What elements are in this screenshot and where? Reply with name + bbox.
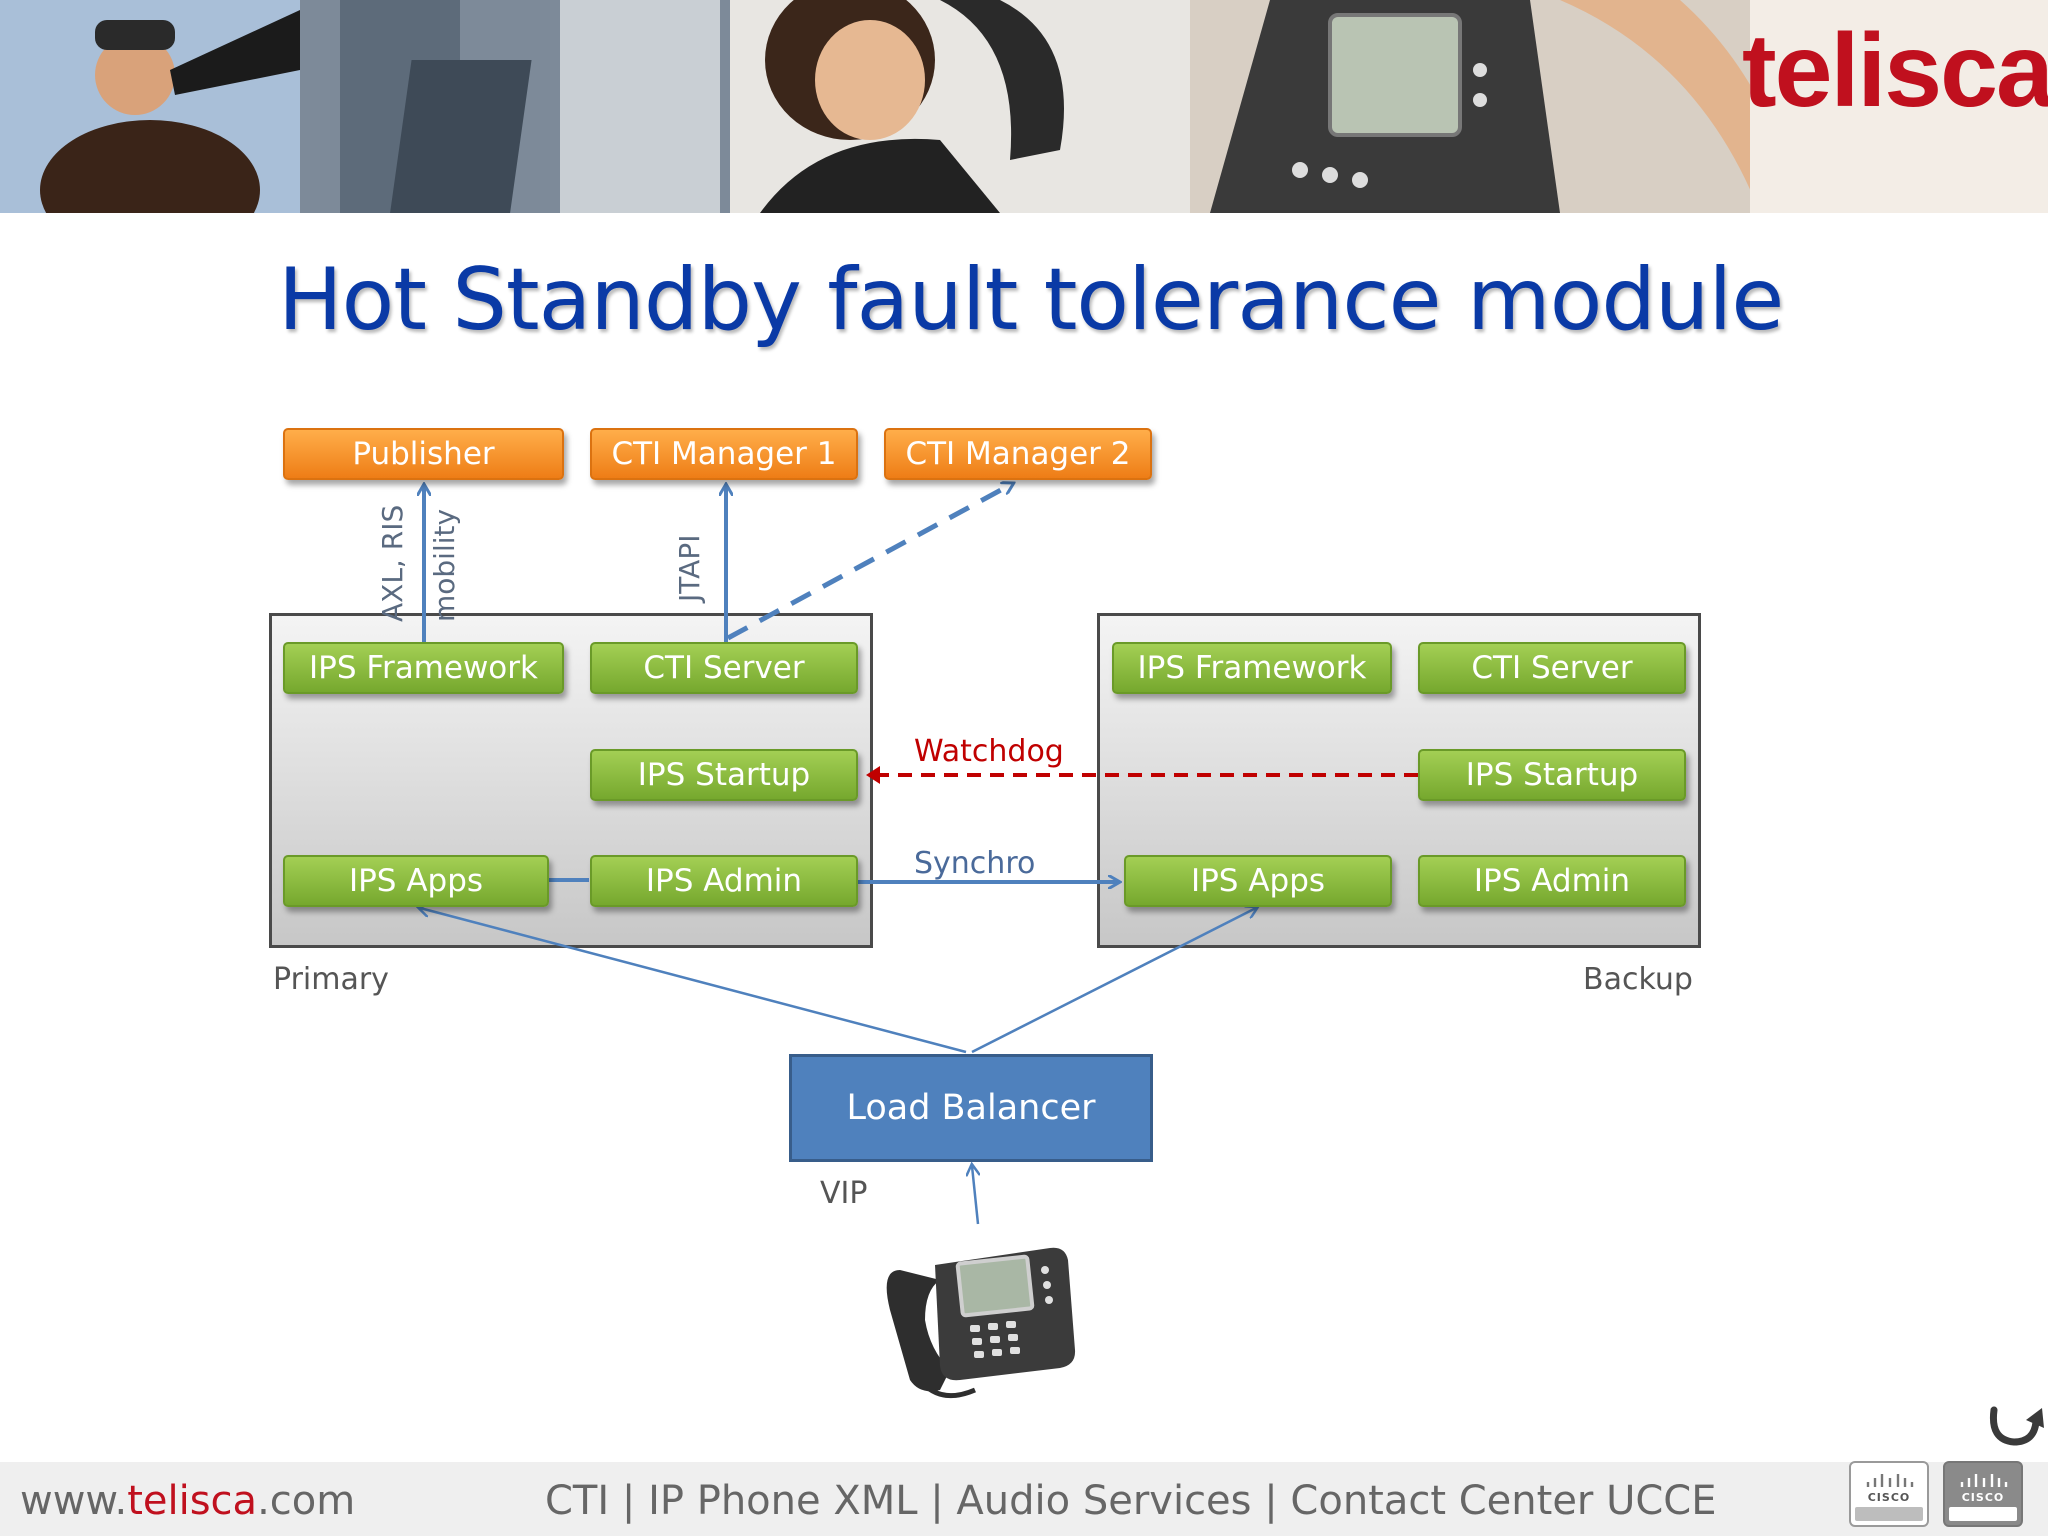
footer-site-suffix: .com: [257, 1478, 356, 1524]
footer-website-link[interactable]: www.telisca.com: [20, 1478, 355, 1524]
load-balancer-box: Load Balancer: [789, 1054, 1153, 1162]
return-arrow-icon[interactable]: [1986, 1400, 2046, 1450]
label-mobility: mobility: [428, 508, 461, 622]
primary-cti-server: CTI Server: [590, 642, 858, 694]
label-backup: Backup: [1583, 962, 1693, 997]
cti-manager-2-box: CTI Manager 2: [884, 428, 1152, 480]
arrow-lb-to-backup-apps: [971, 908, 1256, 1054]
header-banner: telisca: [0, 0, 2048, 213]
footer-tagline: CTI | IP Phone XML | Audio Services | Co…: [545, 1478, 1717, 1524]
banner-photo-collage: [0, 0, 2048, 213]
label-vip: VIP: [820, 1176, 868, 1211]
cisco-badge-1-strip: [1855, 1507, 1923, 1521]
primary-ips-apps: IPS Apps: [283, 855, 549, 907]
backup-ips-admin: IPS Admin: [1418, 855, 1686, 907]
primary-ips-framework: IPS Framework: [283, 642, 564, 694]
cisco-compatible-badge: CISCO: [1943, 1461, 2023, 1527]
backup-cti-server: CTI Server: [1418, 642, 1686, 694]
cisco-badge-2-word: CISCO: [1961, 1491, 2005, 1504]
label-synchro: Synchro: [914, 846, 1036, 881]
label-axl-ris: AXL, RIS: [376, 504, 409, 622]
backup-ips-startup: IPS Startup: [1418, 749, 1686, 801]
cisco-badge-2-strip: [1949, 1507, 2017, 1521]
arrow-ctiserver-to-manager2: [726, 484, 1012, 641]
label-jtapi: JTAPI: [673, 534, 706, 602]
cisco-developer-badge: CISCO: [1849, 1461, 1929, 1527]
footer-bar: www.telisca.com CTI | IP Phone XML | Aud…: [0, 1462, 2048, 1536]
cisco-badge-1-word: CISCO: [1867, 1491, 1911, 1504]
backup-ips-framework: IPS Framework: [1112, 642, 1392, 694]
cti-manager-1-box: CTI Manager 1: [590, 428, 858, 480]
cisco-bars-icon: [1960, 1474, 2008, 1487]
publisher-box: Publisher: [283, 428, 564, 480]
telisca-logo: telisca: [1742, 13, 2048, 129]
footer-site-brand: telisca: [127, 1478, 258, 1524]
backup-ips-apps: IPS Apps: [1124, 855, 1392, 907]
label-watchdog: Watchdog: [914, 734, 1064, 769]
footer-site-prefix: www.: [20, 1478, 128, 1524]
ip-phone-icon: [886, 1247, 1076, 1399]
label-primary: Primary: [273, 962, 389, 997]
arrow-lb-to-primary-apps: [420, 908, 967, 1054]
slide-title: Hot Standby fault tolerance module: [278, 250, 1784, 350]
cisco-bars-icon: [1866, 1474, 1914, 1487]
primary-ips-admin: IPS Admin: [590, 855, 858, 907]
primary-ips-startup: IPS Startup: [590, 749, 858, 801]
arrow-phone-to-lb: [972, 1166, 978, 1225]
